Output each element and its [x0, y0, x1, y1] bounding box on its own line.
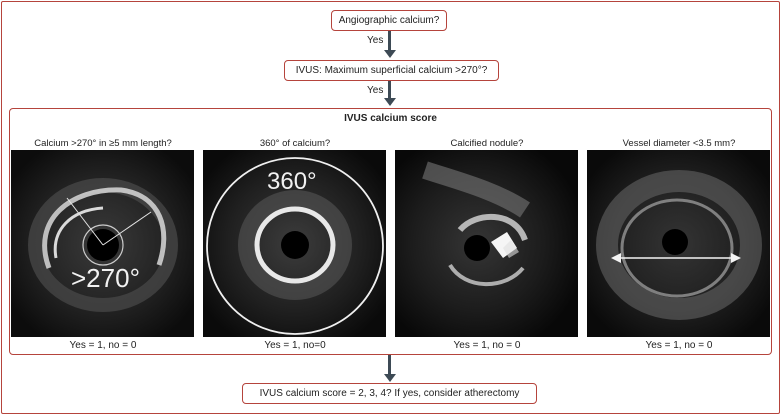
arrow-1-shaft — [388, 31, 391, 51]
ivus-image-calcium-270: >270° — [11, 150, 194, 337]
arrow-2-head — [383, 98, 396, 106]
ivus-image-calcium-270-graphic: >270° — [11, 150, 194, 337]
question-calcified-nodule: Calcified nodule? — [450, 138, 524, 149]
yes-label-2: Yes — [365, 85, 386, 96]
question-calcium-270: Calcium >270° in ≥5 mm length? — [34, 138, 172, 149]
arrow-2-shaft — [388, 81, 391, 99]
score-calcified-nodule: Yes = 1, no = 0 — [453, 340, 521, 351]
arrow-1-head — [383, 50, 396, 58]
arrow-3-shaft — [388, 355, 391, 375]
score-calcium-270: Yes = 1, no = 0 — [69, 340, 137, 351]
question-360-calcium: 360° of calcium? — [259, 138, 331, 149]
arrow-3-head — [383, 374, 396, 382]
atherectomy-decision-box: IVUS calcium score = 2, 3, 4? If yes, co… — [242, 383, 537, 404]
score-360-calcium: Yes = 1, no=0 — [264, 340, 326, 351]
angiographic-calcium-label: Angiographic calcium? — [338, 15, 440, 26]
image-label-360: 360° — [267, 168, 317, 195]
ivus-image-360-calcium: 360° — [203, 150, 386, 337]
score-vessel-diameter: Yes = 1, no = 0 — [645, 340, 713, 351]
ivus-image-vessel-diameter-graphic — [587, 150, 770, 337]
ivus-max-calcium-label: IVUS: Maximum superficial calcium >270°? — [295, 65, 488, 76]
ivus-image-calcified-nodule — [395, 150, 578, 337]
ivus-max-calcium-box: IVUS: Maximum superficial calcium >270°? — [284, 60, 499, 81]
image-label-270: >270° — [71, 263, 140, 293]
ivus-image-vessel-diameter — [587, 150, 770, 337]
atherectomy-decision-label: IVUS calcium score = 2, 3, 4? If yes, co… — [259, 388, 520, 399]
yes-label-1: Yes — [365, 35, 386, 46]
angiographic-calcium-box: Angiographic calcium? — [331, 10, 447, 31]
question-vessel-diameter: Vessel diameter <3.5 mm? — [622, 138, 736, 149]
score-panel-title: IVUS calcium score — [344, 113, 437, 124]
ivus-image-360-calcium-graphic: 360° — [203, 150, 386, 337]
ivus-image-calcified-nodule-graphic — [395, 150, 578, 337]
ivus-calcium-score-panel: IVUS calcium score Calcium >270° in ≥5 m… — [9, 108, 772, 355]
